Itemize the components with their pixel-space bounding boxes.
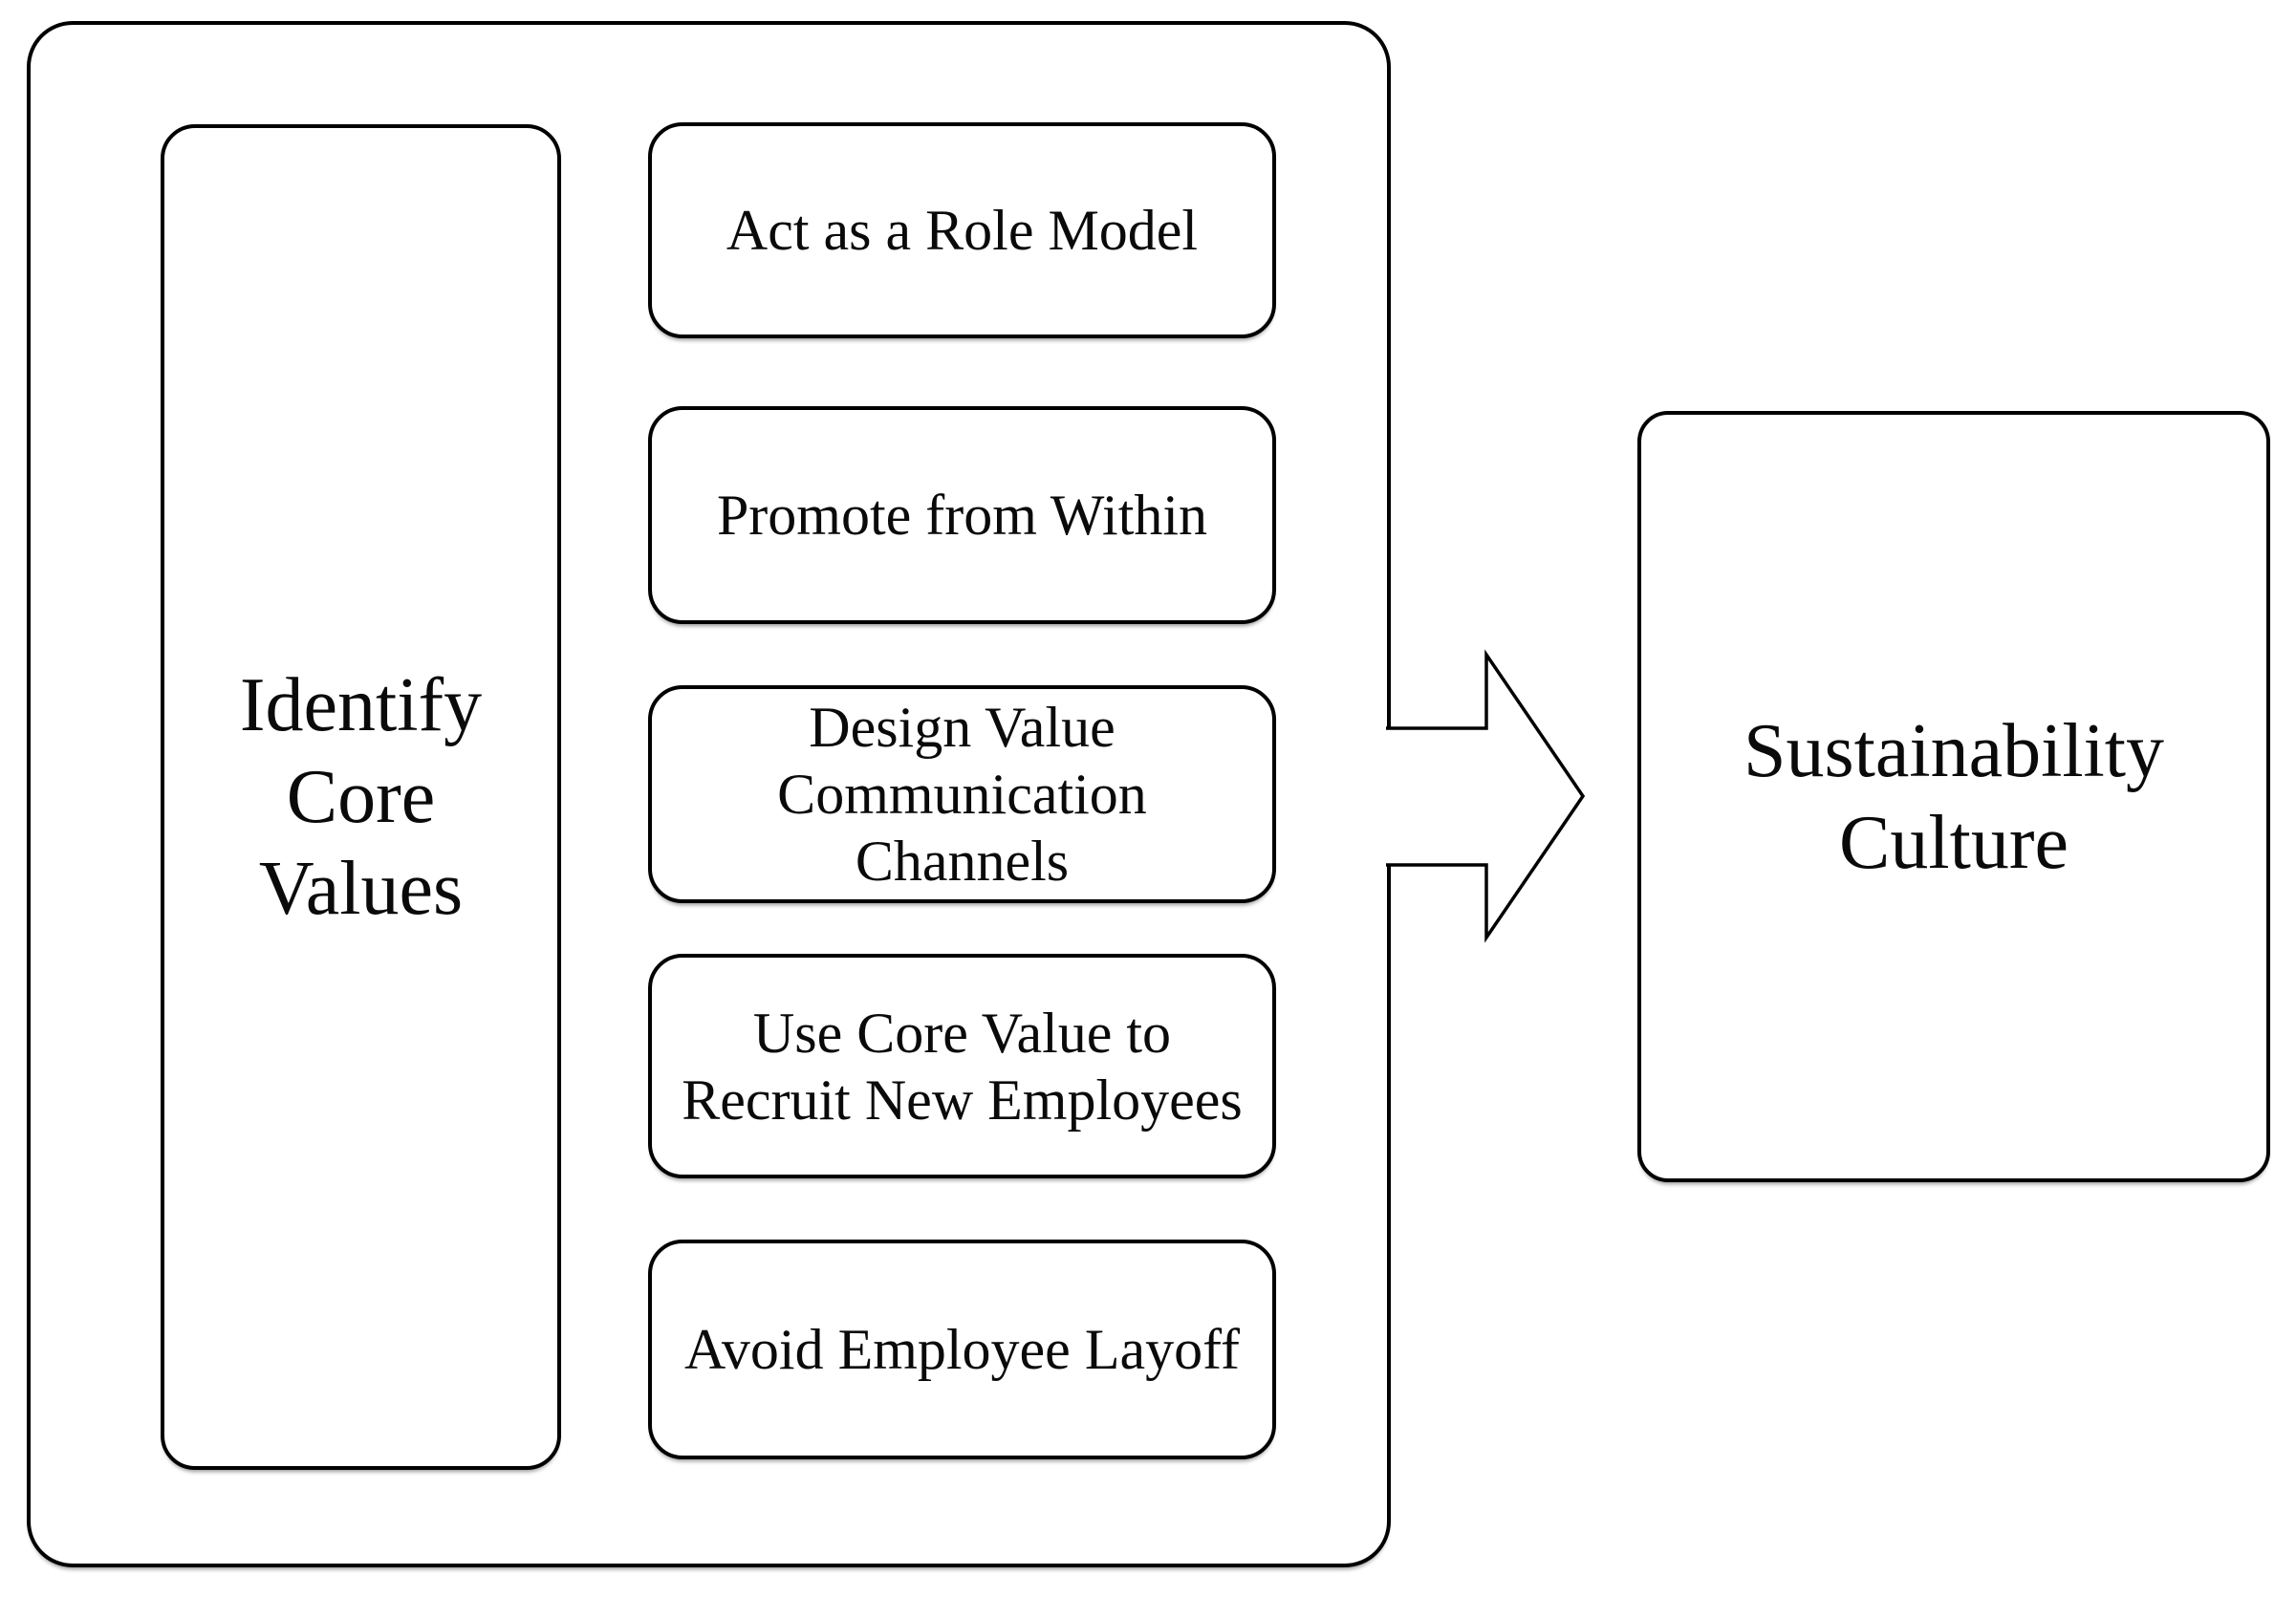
practice-box-avoid-employee-layoff: Avoid Employee Layoff: [648, 1240, 1276, 1459]
right-arrow-icon: [1386, 649, 1586, 943]
practice-box-promote-from-within: Promote from Within: [648, 406, 1276, 624]
sustainability-culture-label: Sustainability Culture: [1744, 708, 2164, 885]
practice-label-avoid-employee-layoff: Avoid Employee Layoff: [684, 1318, 1240, 1381]
practice-label-act-as-role-model: Act as a Role Model: [726, 199, 1199, 262]
practice-box-design-value-communication-channels: Design Value Communication Channels: [648, 685, 1276, 903]
practice-box-use-core-value-to-recruit: Use Core Value to Recruit New Employees: [648, 954, 1276, 1178]
practice-label-use-core-value-to-recruit: Use Core Value to Recruit New Employees: [682, 1001, 1243, 1132]
sustainability-culture-box: Sustainability Culture: [1637, 411, 2270, 1182]
identify-core-values-box: Identify Core Values: [161, 124, 561, 1470]
practice-box-act-as-role-model: Act as a Role Model: [648, 122, 1276, 338]
identify-core-values-label: Identify Core Values: [239, 663, 483, 931]
practice-label-promote-from-within: Promote from Within: [716, 484, 1208, 547]
practice-label-design-value-communication-channels: Design Value Communication Channels: [777, 696, 1147, 893]
